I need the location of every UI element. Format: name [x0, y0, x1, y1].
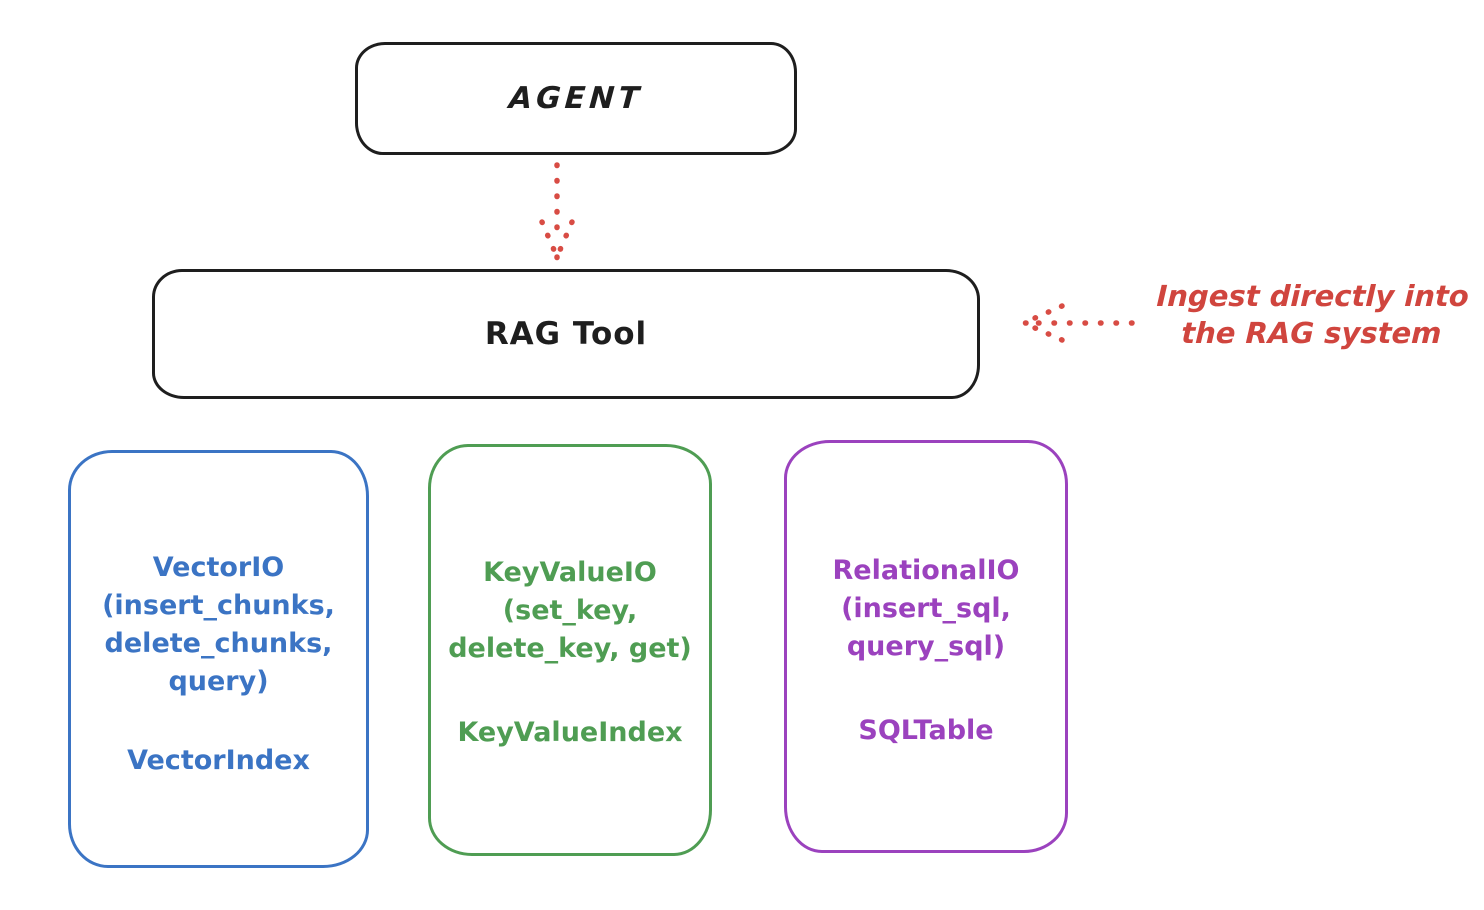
ingest-arrow: [1022, 303, 1135, 343]
agent-to-rag-arrow: [539, 162, 575, 261]
card-line: (set_key,: [502, 595, 638, 626]
ingest-annotation-line2: the RAG system: [1180, 316, 1443, 350]
keyvalue-index-label: KeyValueIndex: [457, 717, 683, 748]
ingest-annotation-line1: Ingest directly into: [1156, 279, 1470, 313]
rag-tool-box: RAG Tool: [152, 269, 980, 399]
card-line: KeyValueIO: [483, 557, 657, 588]
sql-table-label: SQLTable: [858, 715, 994, 746]
card-line: (insert_chunks,: [102, 590, 335, 621]
card-line: delete_key, get): [448, 633, 692, 664]
vector-io-title: VectorIO (insert_chunks, delete_chunks, …: [71, 549, 366, 701]
rag-tool-label: RAG Tool: [484, 316, 648, 352]
card-line: RelationalIO: [832, 555, 1020, 586]
card-line: delete_chunks,: [104, 628, 333, 659]
relational-io-card: RelationalIO (insert_sql, query_sql) SQL…: [784, 440, 1068, 853]
card-line: (insert_sql,: [841, 593, 1011, 624]
keyvalue-io-title: KeyValueIO (set_key, delete_key, get): [431, 554, 709, 668]
card-line: VectorIO: [152, 552, 285, 583]
vector-index-label: VectorIndex: [127, 745, 310, 776]
ingest-annotation: Ingest directly into the RAG system: [1137, 278, 1484, 352]
agent-box: AGENT: [355, 42, 797, 155]
relational-io-title: RelationalIO (insert_sql, query_sql): [787, 552, 1065, 666]
card-line: query): [168, 666, 269, 697]
keyvalue-io-card: KeyValueIO (set_key, delete_key, get) Ke…: [428, 444, 712, 856]
agent-label: AGENT: [507, 81, 645, 116]
vector-io-card: VectorIO (insert_chunks, delete_chunks, …: [68, 450, 369, 868]
card-line: query_sql): [846, 631, 1006, 662]
